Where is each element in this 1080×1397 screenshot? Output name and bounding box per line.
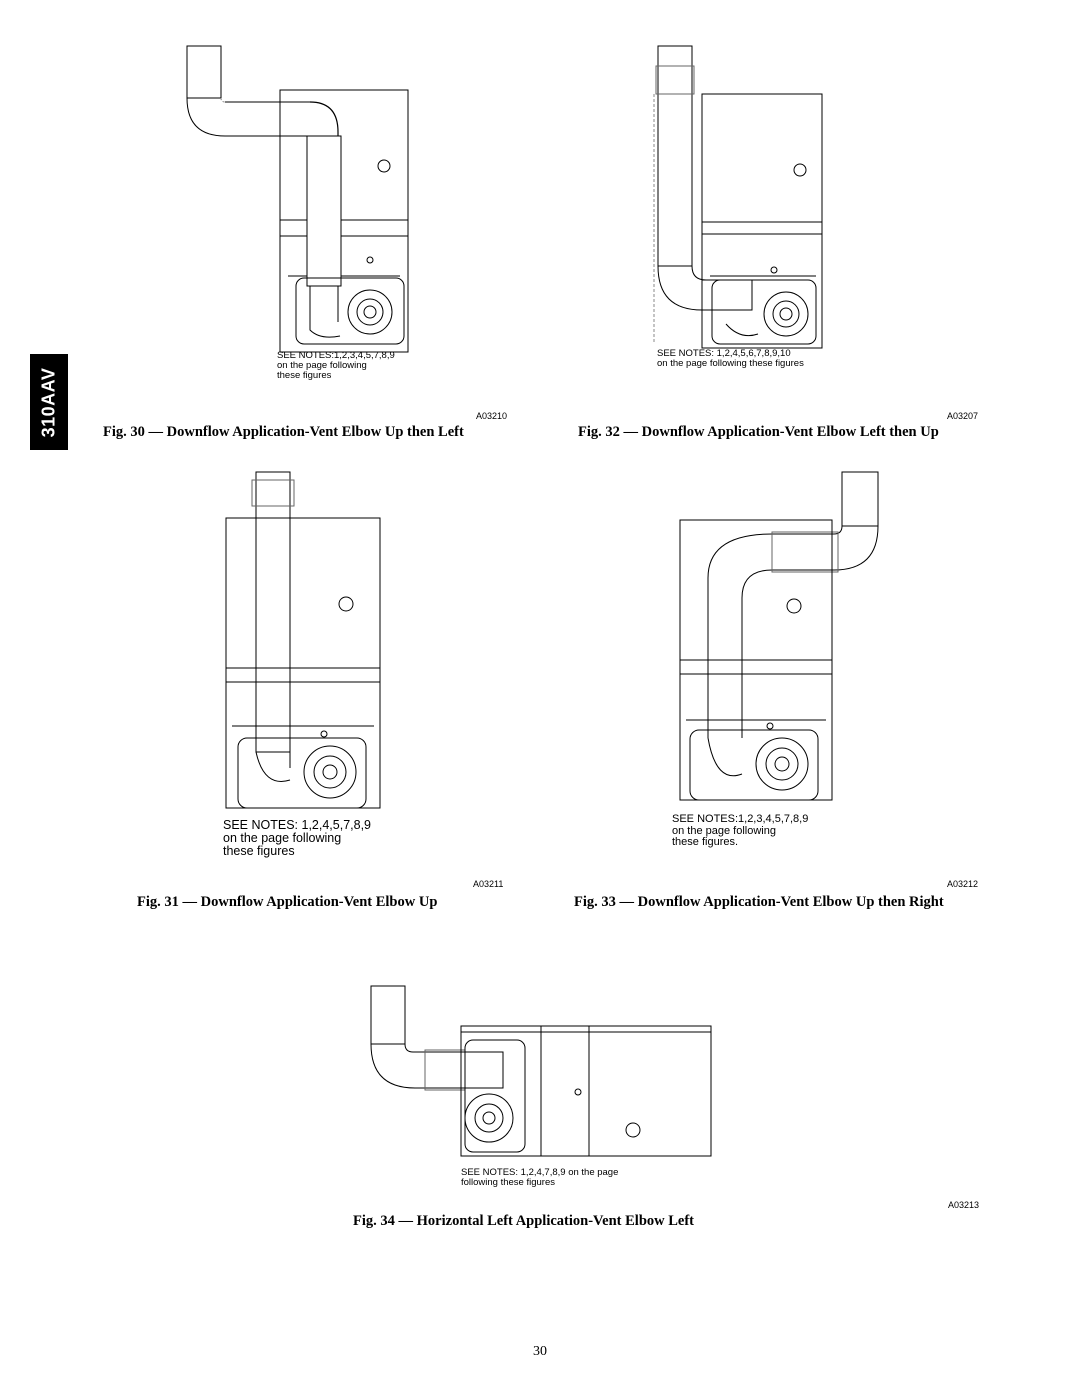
figure-31-caption: Fig. 31 — Downflow Application-Vent Elbo…	[137, 894, 438, 910]
figure-31-notes: SEE NOTES: 1,2,4,5,7,8,9 on the page fol…	[223, 818, 371, 859]
figure-34-note-line: following these figures	[461, 1176, 555, 1188]
figure-33-note-line: these figures.	[672, 836, 739, 849]
figure-34-notes: SEE NOTES: 1,2,4,7,8,9 on the page follo…	[461, 1168, 618, 1188]
figure-30-note-line: SEE NOTES:1,2,3,4,5,7,8,9	[277, 350, 395, 361]
figure-33-code: A03212	[947, 879, 979, 889]
figure-32-drawing	[640, 40, 840, 350]
figure-34-drawing	[365, 982, 715, 1162]
figure-34-note-line: SEE NOTES: 1,2,4,7,8,9 on the page	[461, 1167, 619, 1178]
figure-32-notes: SEE NOTES: 1,2,4,5,6,7,8,9,10 on the pag…	[657, 349, 804, 369]
figure-31-code: A03211	[473, 879, 504, 889]
figure-31-drawing	[220, 468, 390, 813]
figure-34-code: A03213	[948, 1200, 980, 1210]
figure-31-note-line: on the page following	[223, 831, 342, 846]
figure-32-caption: Fig. 32 — Downflow Application-Vent Elbo…	[578, 424, 939, 440]
figure-33-drawing	[670, 468, 890, 813]
figure-33-notes: SEE NOTES:1,2,3,4,5,7,8,9 on the page fo…	[672, 813, 809, 849]
figure-32-note-line: on the page following these figures	[657, 357, 804, 369]
figure-30-caption: Fig. 30 — Downflow Application-Vent Elbo…	[103, 424, 464, 440]
figure-30-drawing	[170, 40, 430, 353]
figure-34-caption: Fig. 34 — Horizontal Left Application-Ve…	[353, 1213, 695, 1229]
figure-30-notes: SEE NOTES:1,2,3,4,5,7,8,9 on the page fo…	[277, 351, 395, 381]
figure-33-note-line: on the page following	[672, 824, 776, 837]
figure-31-note-line: SEE NOTES: 1,2,4,5,7,8,9	[223, 818, 371, 832]
figure-32-note-line: SEE NOTES: 1,2,4,5,6,7,8,9,10	[657, 348, 791, 359]
figure-33-caption: Fig. 33 — Downflow Application-Vent Elbo…	[574, 894, 944, 910]
figure-30-note-line: on the page following	[277, 359, 367, 371]
side-tab-label: 310AAV	[38, 367, 59, 437]
figure-32-code: A03207	[947, 411, 979, 421]
product-side-tab: 310AAV	[30, 354, 68, 450]
page-number: 30	[533, 1344, 547, 1359]
figure-31-note-line: these figures	[223, 844, 295, 859]
figure-33-note-line: SEE NOTES:1,2,3,4,5,7,8,9	[672, 813, 809, 825]
figure-30-code: A03210	[476, 411, 508, 421]
figure-30-note-line: these figures	[277, 369, 332, 381]
